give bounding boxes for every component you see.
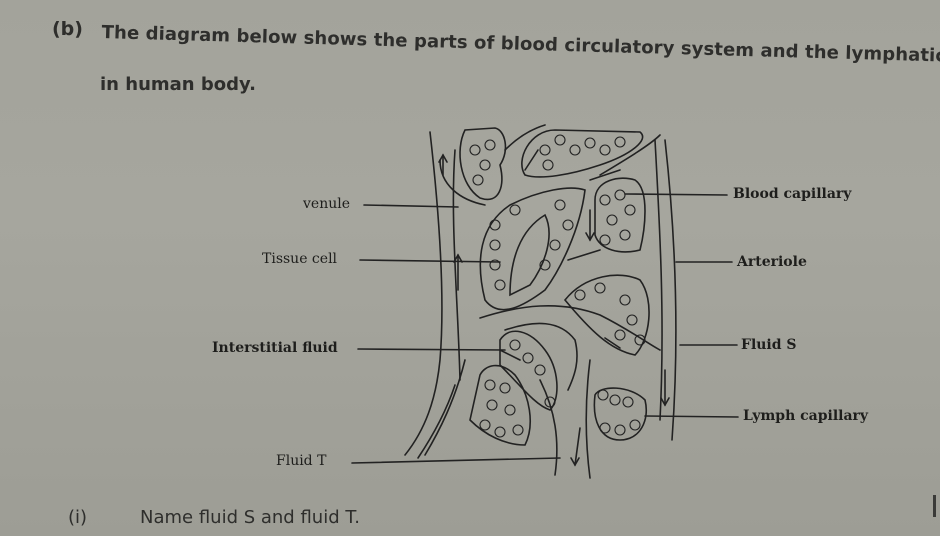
sub-question-number: (i): [68, 507, 88, 528]
cell-cluster-lowright: [593, 387, 647, 441]
label-tissue-cell: Tissue cell: [262, 251, 338, 267]
question-part-label: (b): [52, 18, 83, 40]
lymph-capillary-cluster: [499, 330, 558, 411]
label-interstitial-fluid: Interstitial fluid: [212, 340, 338, 356]
leader-tissue-cell: [359, 259, 501, 263]
blood-capillary-loop: [479, 187, 586, 311]
label-blood-capillary: Blood capillary: [733, 186, 852, 202]
blood-capillary-loop-inner: [509, 213, 550, 297]
venule-inner-curve: [439, 159, 486, 206]
leader-interstitial-fluid: [357, 348, 506, 351]
arteriole-wall-left: [654, 139, 663, 421]
sub-question-text: Name fluid S and fluid T.: [140, 507, 360, 528]
cell-cluster-right: [594, 177, 646, 253]
label-venule: venule: [303, 196, 350, 212]
leader-venule: [363, 204, 459, 208]
page-edge-mark: [933, 495, 936, 517]
label-fluid-t: Fluid T: [276, 453, 327, 469]
venule-wall-left: [404, 131, 443, 456]
question-text-line2: in human body.: [100, 74, 256, 95]
arteriole-wall-right: [664, 139, 677, 441]
cell-cluster-topleft: [459, 127, 507, 201]
leader-blood-capillary: [624, 193, 728, 196]
venule-wall-right: [452, 149, 461, 381]
leader-fluid-t: [351, 457, 561, 464]
cell-cluster-top: [521, 129, 644, 178]
cell-cluster-lowleft: [469, 364, 531, 446]
leader-lymph-capillary: [644, 415, 739, 418]
cell-cluster-midright: [563, 274, 650, 356]
label-lymph-capillary: Lymph capillary: [743, 408, 869, 424]
label-arteriole: Arteriole: [737, 254, 807, 270]
label-fluid-s: Fluid S: [741, 337, 797, 353]
